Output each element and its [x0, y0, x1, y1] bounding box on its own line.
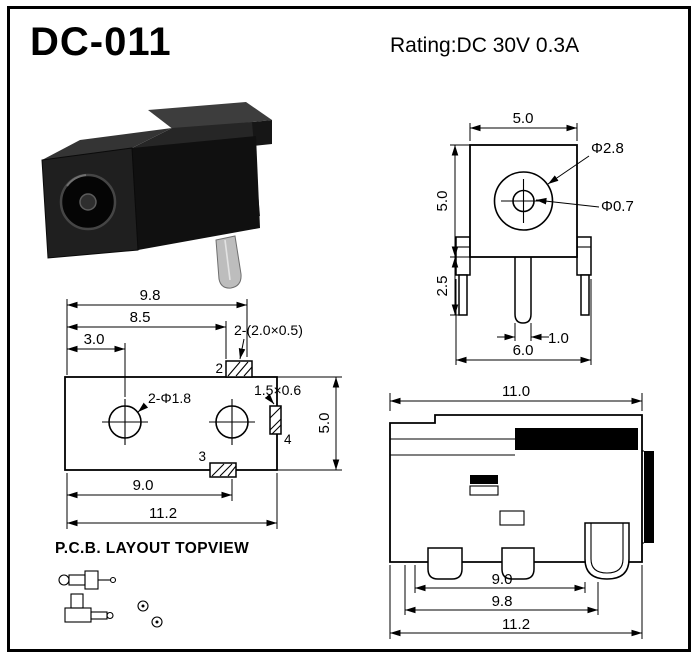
dim-pcb-11-2: 11.2	[149, 505, 177, 522]
dim-pcb-8-5: 8.5	[130, 309, 151, 326]
dim-pin-diameter: Φ0.7	[601, 198, 634, 215]
front-view-geometry	[455, 144, 592, 324]
label-hole-size: 2-Φ1.8	[148, 390, 191, 406]
connector-photo	[41, 102, 272, 289]
label-pad-2: 2	[215, 361, 223, 376]
pcb-dimensions: 9.8 8.5 3.0 2-(2.0×0.5) 2 2-Φ1.8 1.5×0.6…	[66, 287, 342, 529]
label-pad-3: 3	[198, 449, 206, 464]
pcb-caption: P.C.B. LAYOUT TOPVIEW	[55, 540, 250, 557]
dim-outer-diameter: Φ2.8	[591, 140, 624, 157]
dim-side-9-8: 9.8	[492, 593, 513, 610]
front-view-drawing: 5.0 Φ2.8 Φ0.7 5.0 2.5 1.0 6.0	[434, 110, 634, 365]
dim-front-bottom-width: 6.0	[513, 342, 534, 359]
side-view-dimensions: 11.0 9.0 9.8 11.2	[389, 383, 643, 639]
side-view-drawing: 11.0 9.0 9.8 11.2	[389, 383, 654, 639]
dim-pcb-5-0: 5.0	[316, 413, 333, 434]
front-view-dimensions: 5.0 Φ2.8 Φ0.7 5.0 2.5 1.0 6.0	[434, 110, 634, 365]
dim-front-top-width: 5.0	[513, 110, 534, 127]
label-right-pad-size: 1.5×0.6	[254, 382, 301, 398]
plug-symbols	[58, 570, 163, 628]
dim-pcb-3-0: 3.0	[84, 331, 105, 348]
dim-pcb-9-8: 9.8	[140, 287, 161, 304]
label-pad-4: 4	[284, 432, 292, 447]
dim-side-9-0: 9.0	[492, 571, 513, 588]
dim-front-leg-height: 2.5	[434, 276, 451, 297]
side-view-geometry	[389, 414, 654, 580]
dc-plug-angle-icon	[64, 593, 163, 628]
dim-side-11-2: 11.2	[502, 616, 530, 633]
product-title: DC-011	[30, 20, 172, 64]
label-slot-size: 2-(2.0×0.5)	[234, 322, 303, 338]
connector-3d-body	[41, 102, 272, 289]
dim-front-pin-width: 1.0	[548, 330, 569, 347]
rating-text: Rating:DC 30V 0.3A	[390, 34, 580, 57]
pcb-layout-drawing: 9.8 8.5 3.0 2-(2.0×0.5) 2 2-Φ1.8 1.5×0.6…	[64, 287, 342, 529]
dc-plug-side-icon	[58, 570, 117, 590]
dim-pcb-9-0: 9.0	[133, 477, 154, 494]
dim-front-side-height: 5.0	[434, 191, 451, 212]
dim-side-11-0: 11.0	[502, 383, 530, 400]
pcb-outline	[64, 360, 282, 478]
